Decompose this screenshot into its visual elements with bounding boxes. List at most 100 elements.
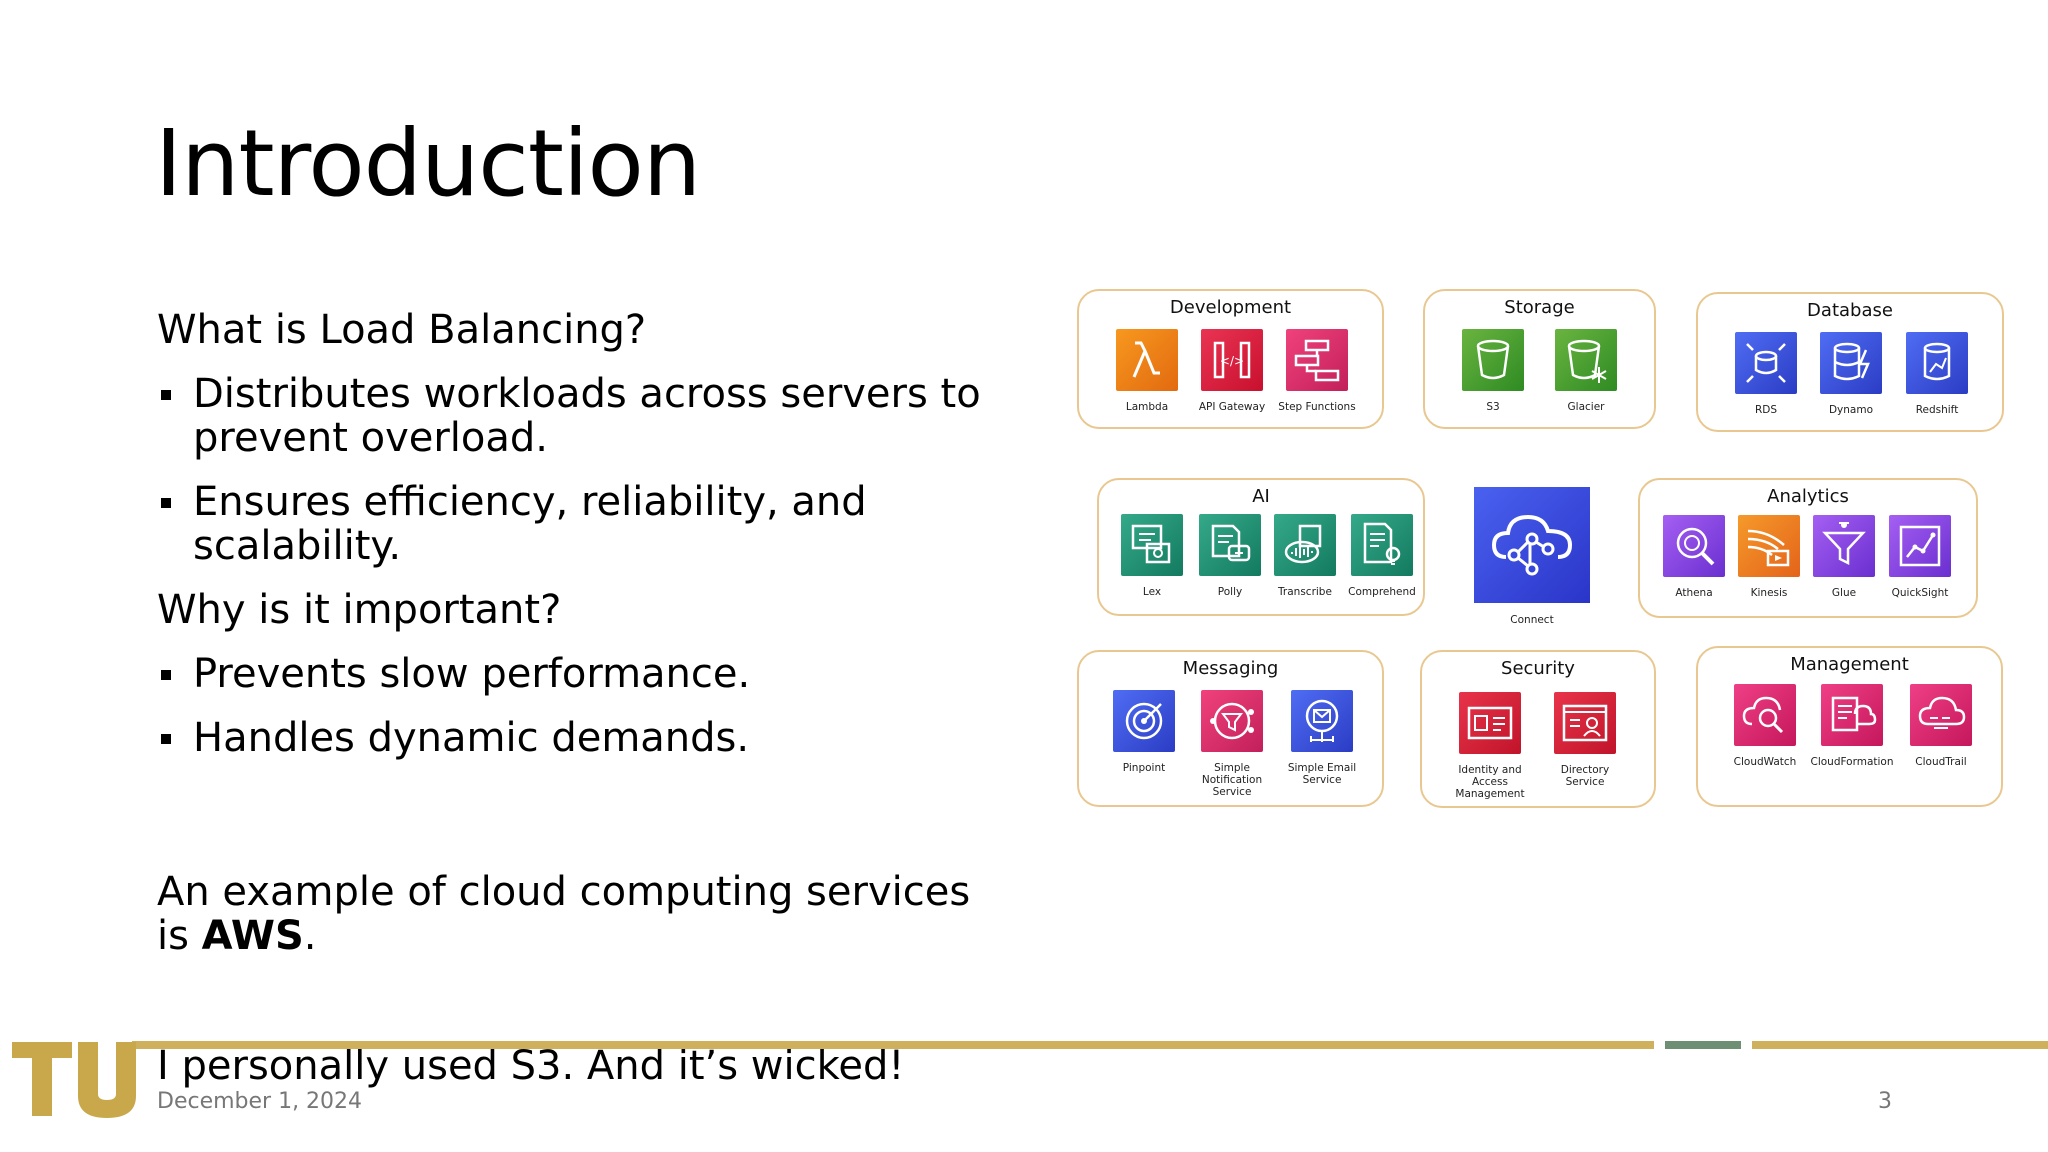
service-label: Glacier bbox=[1567, 401, 1605, 413]
dynamodb-icon bbox=[1820, 332, 1882, 394]
service-label: Directory Service bbox=[1560, 764, 1610, 788]
example-text: An example of cloud computing services i… bbox=[157, 870, 977, 958]
sns-icon bbox=[1201, 690, 1263, 752]
comprehend-icon bbox=[1351, 514, 1413, 576]
lambda-icon bbox=[1116, 329, 1178, 391]
service-comprehend: Comprehend bbox=[1339, 514, 1425, 598]
pinpoint-icon bbox=[1113, 690, 1175, 752]
group-title: AI bbox=[1252, 486, 1270, 507]
connect-label: Connect bbox=[1510, 614, 1554, 626]
service-athena: Athena bbox=[1651, 515, 1737, 599]
question-why-important: Why is it important? bbox=[157, 587, 562, 633]
tu-logo bbox=[12, 1040, 138, 1118]
group-database: Database RDS Dynamo Redshift bbox=[1696, 292, 2004, 432]
kinesis-icon bbox=[1738, 515, 1800, 577]
service-cloudtrail: CloudTrail bbox=[1898, 684, 1984, 768]
service-label: API Gateway bbox=[1198, 401, 1266, 413]
service-label: Comprehend bbox=[1348, 586, 1416, 598]
personal-note: I personally used S3. And it’s wicked! bbox=[157, 1043, 905, 1089]
footer-line-gold-right bbox=[1752, 1041, 2048, 1049]
group-messaging: Messaging Pinpoint Simple Notification S… bbox=[1077, 650, 1384, 807]
group-title: Management bbox=[1790, 654, 1909, 675]
lex-chat-icon bbox=[1121, 514, 1183, 576]
group-title: Storage bbox=[1504, 297, 1575, 318]
group-title: Development bbox=[1169, 297, 1292, 318]
service-rds: RDS bbox=[1723, 332, 1809, 416]
service-sns: Simple Notification Service bbox=[1189, 690, 1275, 798]
service-label: Transcribe bbox=[1278, 586, 1332, 598]
bullet-prevents: Prevents slow performance. bbox=[157, 652, 1057, 696]
service-label: Polly bbox=[1217, 586, 1243, 598]
glue-icon bbox=[1813, 515, 1875, 577]
api-gateway-icon: </> bbox=[1201, 329, 1263, 391]
cloudwatch-icon bbox=[1734, 684, 1796, 746]
group-security: Security Identity and Access Management … bbox=[1420, 650, 1656, 808]
cloudformation-icon bbox=[1821, 684, 1883, 746]
s3-bucket-icon bbox=[1462, 329, 1524, 391]
service-cloudformation: CloudFormation bbox=[1809, 684, 1895, 768]
service-label: Lex bbox=[1142, 586, 1162, 598]
service-label: Glue bbox=[1831, 587, 1857, 599]
service-label: CloudWatch bbox=[1733, 756, 1797, 768]
service-polly: Polly bbox=[1187, 514, 1273, 598]
service-s3: S3 bbox=[1450, 329, 1536, 413]
bullet-handles: Handles dynamic demands. bbox=[157, 716, 1057, 760]
page-number: 3 bbox=[1878, 1089, 1892, 1114]
question-load-balancing: What is Load Balancing? bbox=[157, 307, 647, 353]
service-glue: Glue bbox=[1801, 515, 1887, 599]
service-label: Kinesis bbox=[1750, 587, 1788, 599]
service-pinpoint: Pinpoint bbox=[1101, 690, 1187, 774]
service-label: CloudTrail bbox=[1915, 756, 1967, 768]
group-title: Database bbox=[1807, 300, 1893, 321]
example-lead: An example of cloud computing services i… bbox=[157, 869, 971, 959]
ses-icon bbox=[1291, 690, 1353, 752]
service-label: CloudFormation bbox=[1810, 756, 1894, 768]
service-label: QuickSight bbox=[1891, 587, 1949, 599]
redshift-icon bbox=[1906, 332, 1968, 394]
group-title: Messaging bbox=[1182, 658, 1279, 679]
transcribe-icon bbox=[1274, 514, 1336, 576]
service-label: Athena bbox=[1675, 587, 1713, 599]
slide-body: What is Load Balancing? Distributes work… bbox=[157, 308, 1057, 1088]
footer-line-gold-left bbox=[132, 1041, 1654, 1049]
service-transcribe: Transcribe bbox=[1262, 514, 1348, 598]
service-ses: Simple Email Service bbox=[1279, 690, 1365, 786]
service-quicksight: QuickSight bbox=[1877, 515, 1963, 599]
service-label: Pinpoint bbox=[1122, 762, 1166, 774]
footer-line-green bbox=[1665, 1041, 1741, 1049]
group-title: Security bbox=[1501, 658, 1575, 679]
footer-date: December 1, 2024 bbox=[157, 1089, 363, 1114]
group-ai: AI Lex Polly Transcribe Comprehend bbox=[1097, 478, 1425, 616]
service-label: Simple Email Service bbox=[1287, 762, 1357, 786]
service-kinesis: Kinesis bbox=[1726, 515, 1812, 599]
service-iam: Identity and Access Management bbox=[1447, 692, 1533, 800]
service-label: Redshift bbox=[1915, 404, 1959, 416]
group-storage: Storage S3 Glacier bbox=[1423, 289, 1656, 429]
service-lex: Lex bbox=[1109, 514, 1195, 598]
service-api-gateway: </> API Gateway bbox=[1189, 329, 1275, 413]
bullet-ensures: Ensures efficiency, reliability, and sca… bbox=[157, 480, 1057, 568]
example-period: . bbox=[303, 913, 317, 959]
service-label: Identity and Access Management bbox=[1455, 764, 1525, 800]
service-connect: Connect bbox=[1474, 487, 1592, 626]
service-label: Dynamo bbox=[1828, 404, 1874, 416]
step-functions-icon bbox=[1286, 329, 1348, 391]
iam-icon bbox=[1459, 692, 1521, 754]
group-management: Management CloudWatch CloudFormation Clo… bbox=[1696, 646, 2003, 807]
quicksight-icon bbox=[1889, 515, 1951, 577]
service-dynamo: Dynamo bbox=[1808, 332, 1894, 416]
service-step-functions: Step Functions bbox=[1274, 329, 1360, 413]
glacier-icon bbox=[1555, 329, 1617, 391]
group-development: Development Lambda </> API Gateway Step … bbox=[1077, 289, 1384, 429]
service-redshift: Redshift bbox=[1894, 332, 1980, 416]
service-label: Simple Notification Service bbox=[1201, 762, 1263, 798]
service-directory: Directory Service bbox=[1542, 692, 1628, 788]
rds-icon bbox=[1735, 332, 1797, 394]
polly-icon bbox=[1199, 514, 1261, 576]
service-label: RDS bbox=[1754, 404, 1778, 416]
cloudtrail-icon bbox=[1910, 684, 1972, 746]
group-title: Analytics bbox=[1767, 486, 1849, 507]
bullet-distributes: Distributes workloads across servers to … bbox=[157, 372, 1057, 460]
group-analytics: Analytics Athena Kinesis Glue QuickSight bbox=[1638, 478, 1978, 618]
service-label: Lambda bbox=[1125, 401, 1169, 413]
